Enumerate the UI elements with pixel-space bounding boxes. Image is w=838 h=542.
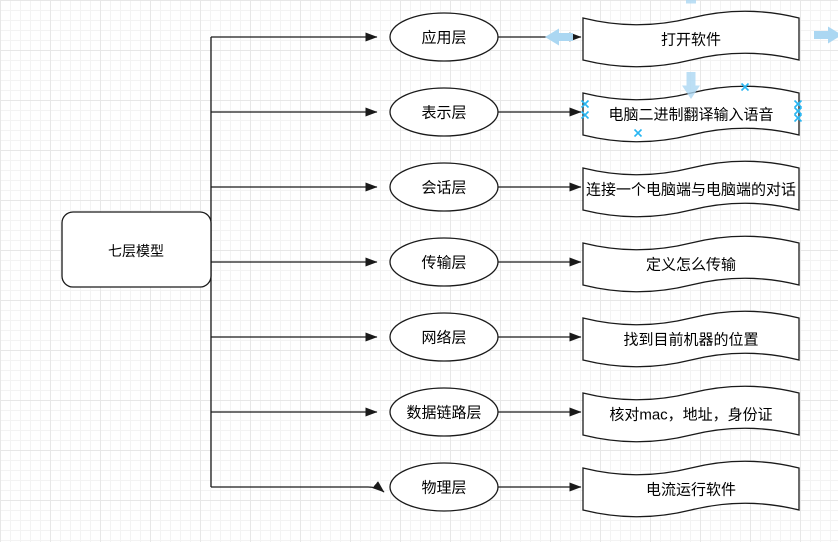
desc-label-7: 电流运行软件	[646, 482, 736, 499]
direction-up-arrow-icon[interactable]	[686, 0, 696, 4]
row-1: 应用层 打开软件	[389, 10, 800, 68]
layer-label-3: 会话层	[421, 180, 466, 197]
layer-label-1: 应用层	[421, 29, 466, 47]
row-7: 物理层 电流运行软件	[389, 460, 800, 518]
edge-branch-7[interactable]	[211, 481, 385, 493]
direction-down-arrow-icon[interactable]	[682, 72, 700, 99]
desc-label-3: 连接一个电脑端与电脑端的对话	[586, 182, 796, 199]
node-root[interactable]: 七层模型	[61, 211, 212, 288]
direction-right-arrow-icon[interactable]	[814, 26, 838, 44]
desc-label-2: 电脑二进制翻译输入语音	[608, 107, 773, 124]
root-label: 七层模型	[108, 243, 164, 259]
row-5: 网络层 找到目前机器的位置	[389, 310, 800, 368]
rounded-rect-shape[interactable]	[61, 211, 212, 288]
layer-label-7: 物理层	[421, 480, 466, 497]
row-4: 传输层 定义怎么传输	[389, 235, 800, 293]
desc-label-6: 核对mac，地址，身份证	[609, 407, 772, 424]
layer-label-6: 数据链路层	[406, 405, 481, 422]
layer-label-4: 传输层	[421, 255, 466, 272]
direction-left-arrow-icon[interactable]	[545, 28, 573, 46]
row-3: 会话层 连接一个电脑端与电脑端的对话	[389, 160, 800, 218]
row-6: 数据链路层 核对mac，地址，身份证	[389, 385, 800, 443]
desc-label-5: 找到目前机器的位置	[623, 332, 758, 349]
layer-label-2: 表示层	[421, 105, 466, 122]
desc-label-4: 定义怎么传输	[646, 257, 736, 274]
layer-label-5: 网络层	[421, 330, 466, 347]
desc-label-1: 打开软件	[661, 32, 721, 49]
row-2: 表示层 电脑二进制翻译输入语音	[389, 85, 800, 143]
